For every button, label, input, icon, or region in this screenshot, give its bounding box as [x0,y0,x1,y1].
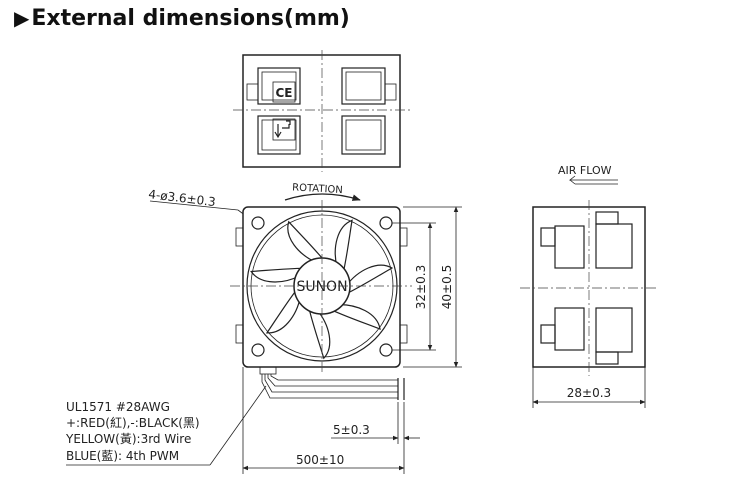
front-view: 4-ø3.6±0.3 ROTATION [148,182,462,474]
wiring-spec-line-4: BLUE(藍): 4th PWM [66,449,179,463]
mount-hole-bl [251,343,265,357]
section-heading-text: External dimensions(mm) [31,6,350,31]
wiring-spec-line-3: YELLOW(黃):3rd Wire [65,432,191,446]
frame-size-dimension: 40±0.5 [440,265,454,309]
mount-hole-tl [251,216,265,230]
lead-wires [259,366,405,400]
section-heading: ▶External dimensions(mm) [14,6,350,31]
top-view: CE [233,50,410,172]
down-arrow-icon [274,124,282,139]
rotation-label: ROTATION [292,182,343,196]
wiring-spec-line-2: +:RED(紅),-:BLACK(黑) [66,416,200,430]
ce-mark-label: CE [275,86,292,100]
fan-blades [250,219,394,360]
right-arrow-icon [282,120,291,129]
lead-length-dimension: 500±10 [296,453,344,467]
airflow-arrow-icon [568,175,618,185]
lead-strip-dimension: 5±0.3 [333,423,370,437]
hole-pitch-dimension: 32±0.3 [414,265,428,309]
rotation-arrow-icon [284,193,361,201]
ce-mark-box [272,81,296,103]
direction-symbol-box [272,118,296,141]
wiring-spec: UL1571 #28AWG +:RED(紅),-:BLACK(黑) YELLOW… [65,400,210,466]
triangle-marker-icon: ▶ [14,6,30,30]
airflow-label: AIR FLOW [558,164,612,177]
depth-dimension: 28±0.3 [567,386,611,400]
side-view: AIR FLOW 28±0.3 [520,164,658,408]
top-view-outline [242,54,401,168]
hole-spec-label: 4-ø3.6±0.3 [148,187,217,209]
wiring-spec-line-1: UL1571 #28AWG [66,400,170,414]
